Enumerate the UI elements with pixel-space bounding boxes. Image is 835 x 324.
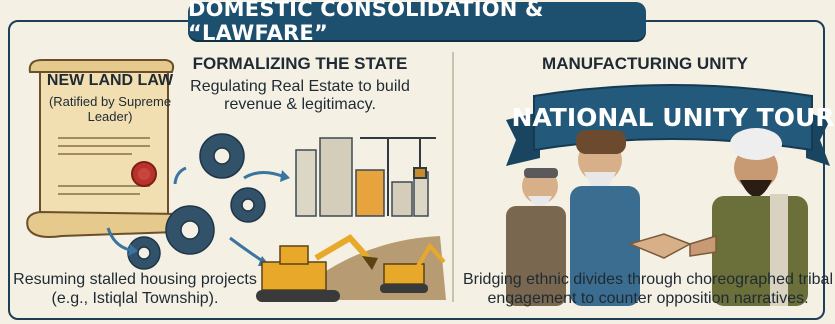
wax-seal-icon (131, 161, 157, 187)
scroll-icon (26, 59, 184, 238)
scroll-subtitle: (Ratified by Supreme Leader) (48, 94, 172, 124)
left-heading: FORMALIZING THE STATE (192, 54, 408, 73)
crane-icon (360, 137, 436, 216)
right-caption: Bridging ethnic divides through choreogr… (462, 271, 833, 307)
excavator-icon (256, 234, 446, 302)
elder-icon (506, 128, 808, 306)
ribbon-label: NATIONAL UNITY TOUR (511, 103, 834, 132)
scroll-title: NEW LAND LAW (46, 72, 174, 89)
right-heading: MANUFACTURING UNITY (542, 54, 748, 73)
section-divider (452, 52, 454, 302)
page-title: DOMESTIC CONSOLIDATION & “LAWFARE” (188, 0, 544, 45)
left-caption: Resuming stalled housing projects (e.g.,… (13, 271, 257, 307)
building-icon (295, 137, 429, 217)
left-subheading: Regulating Real Estate to build revenue … (190, 78, 410, 113)
page-title-banner: DOMESTIC CONSOLIDATION & “LAWFARE” (188, 0, 646, 45)
handshake-icon (627, 233, 717, 259)
gear-icon (127, 133, 266, 270)
